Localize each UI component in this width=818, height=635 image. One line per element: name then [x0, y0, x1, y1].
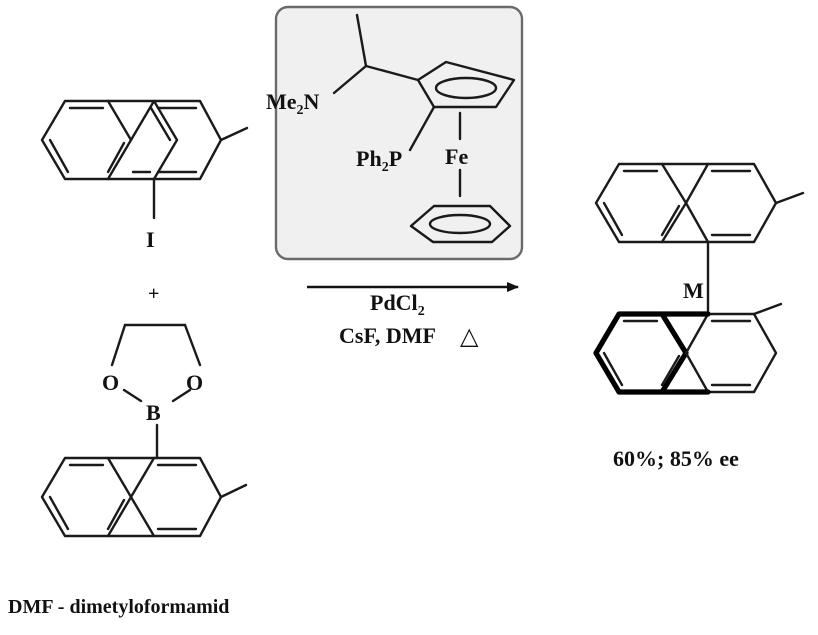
oxygen-right-label: O — [186, 370, 203, 395]
boron-label: B — [146, 400, 161, 425]
catalyst-reagent-label: PdCl2 — [370, 290, 425, 319]
plus-sign: + — [148, 283, 159, 305]
axial-chirality-label: M — [683, 278, 704, 303]
iodo-naphthalene-structure: I — [40, 99, 249, 252]
boronic-ester-structure: O O B — [40, 323, 248, 538]
iron-label: Fe — [445, 144, 468, 169]
reaction-arrow-group: PdCl2 CsF, DMF △ — [307, 282, 519, 350]
oxygen-left-label: O — [102, 370, 119, 395]
abbreviation-footnote: DMF - dimetyloformamid — [8, 596, 230, 618]
yield-ee-label: 60%; 85% ee — [613, 446, 739, 471]
diphenylphosphino-label: Ph2P — [356, 146, 402, 175]
catalyst-ligand: Me2N Ph2P Fe — [266, 5, 524, 261]
conditions-label: CsF, DMF — [339, 323, 436, 348]
heat-symbol: △ — [460, 324, 479, 350]
binaphthyl-product-structure: M — [593, 162, 805, 395]
dimethylamino-label: Me2N — [266, 89, 320, 118]
iodine-label: I — [146, 227, 155, 252]
catalyst-box — [274, 5, 524, 261]
